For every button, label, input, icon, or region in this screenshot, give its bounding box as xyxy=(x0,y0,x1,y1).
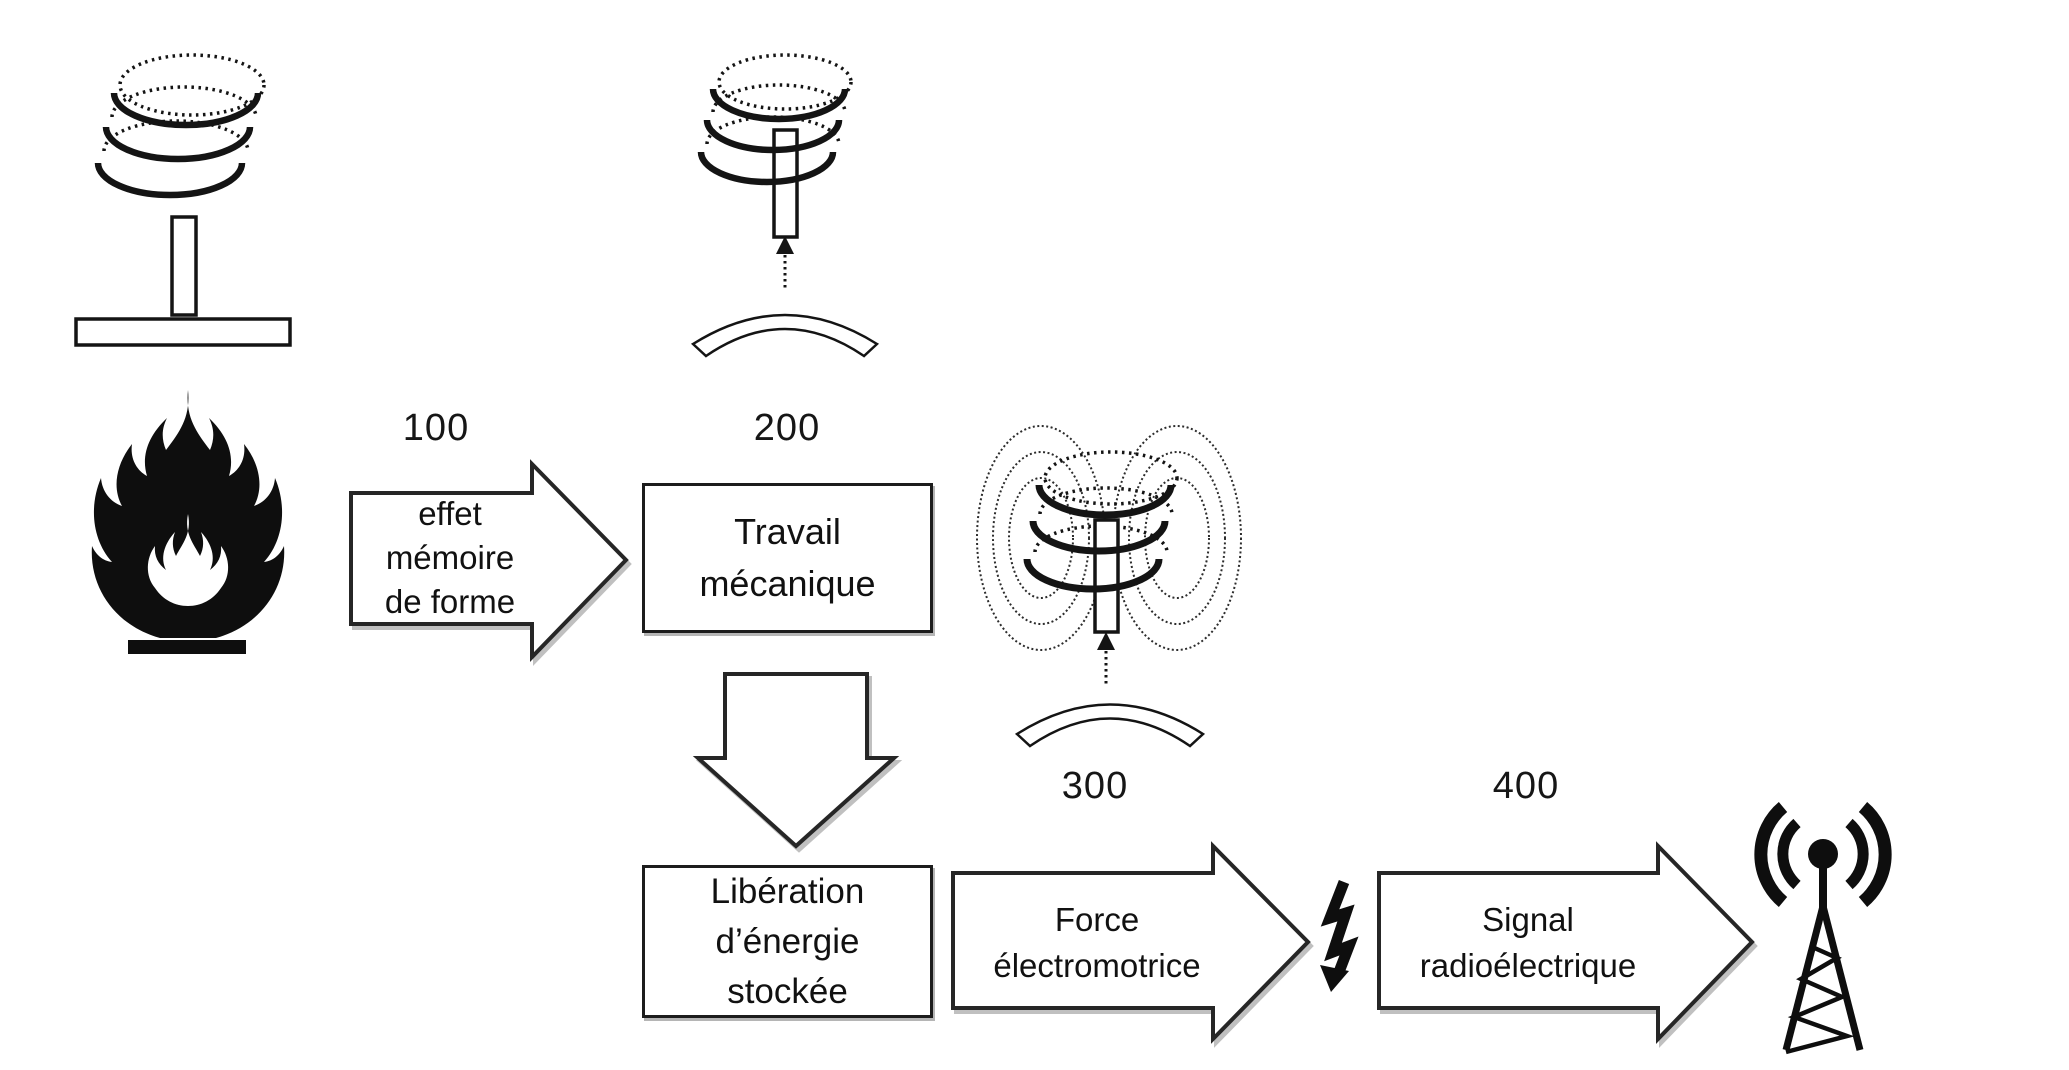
box-200-line: mécanique xyxy=(699,563,876,604)
arrow-100-line: effet xyxy=(418,495,482,532)
arrow-100-shape xyxy=(349,459,629,662)
bent-strip xyxy=(1014,703,1206,748)
arrow-400-line: radioélectrique xyxy=(1419,947,1637,984)
antenna-mast xyxy=(1819,868,1827,910)
coil-turns-front xyxy=(1023,484,1175,593)
bolt-arrow-head xyxy=(1320,965,1349,992)
radio-antenna-icon xyxy=(1754,802,1892,1055)
arrow-300-shape xyxy=(951,841,1311,1044)
box-travail-mecanique: Travail mécanique xyxy=(642,483,933,633)
arrow-400-shape xyxy=(1377,841,1755,1044)
box-200-line: Travail xyxy=(734,511,841,552)
flame-inner-white xyxy=(147,514,229,606)
ref-label-200: 200 xyxy=(753,407,821,449)
extending-spring-icon xyxy=(690,53,880,358)
arrow-400-line: Signal xyxy=(1482,901,1574,938)
push-rod xyxy=(1093,518,1120,634)
up-arrow-head xyxy=(776,236,794,254)
radio-waves xyxy=(1754,802,1892,907)
bent-strip xyxy=(690,313,880,358)
up-arrow-head xyxy=(1097,632,1115,650)
antenna-tower xyxy=(1782,905,1864,1055)
antenna-lattice xyxy=(1785,943,1855,1055)
arrow-100-label: effet mémoire de forme xyxy=(355,492,545,624)
spring-on-support-icon xyxy=(74,53,292,347)
flame-base-bar xyxy=(128,640,246,654)
box-liberation-line: Libération xyxy=(710,871,865,911)
arrow-300-line: Force xyxy=(1054,901,1140,938)
coil-turns-back xyxy=(1033,450,1179,553)
support-base xyxy=(74,317,292,347)
arrow-300-label: Force électromotrice xyxy=(952,897,1242,989)
coil-magnetic-field-icon xyxy=(976,425,1242,748)
arrow-100-line: mémoire xyxy=(385,539,515,576)
down-arrow-shape xyxy=(692,672,900,849)
ref-label-300: 300 xyxy=(1061,765,1129,807)
box-liberation-line: d’énergie xyxy=(715,921,860,961)
box-liberation-energie: Libération d’énergie stockée xyxy=(642,865,933,1018)
spring-coil-front xyxy=(697,88,849,186)
arrow-300-line: électromotrice xyxy=(993,947,1201,984)
lightning-bolt-icon xyxy=(1320,880,1359,992)
support-rod xyxy=(170,215,198,317)
bolt-zigzag xyxy=(1320,880,1359,974)
ref-label-400: 400 xyxy=(1492,765,1560,807)
antenna-top-sphere xyxy=(1808,839,1838,869)
flame-icon xyxy=(91,390,285,654)
ref-label-100: 100 xyxy=(402,407,470,449)
box-liberation-line: stockée xyxy=(727,971,848,1011)
arrow-400-label: Signal radioélectrique xyxy=(1378,897,1678,989)
spring-coil xyxy=(94,53,266,199)
arrow-100-line: de forme xyxy=(384,583,516,620)
